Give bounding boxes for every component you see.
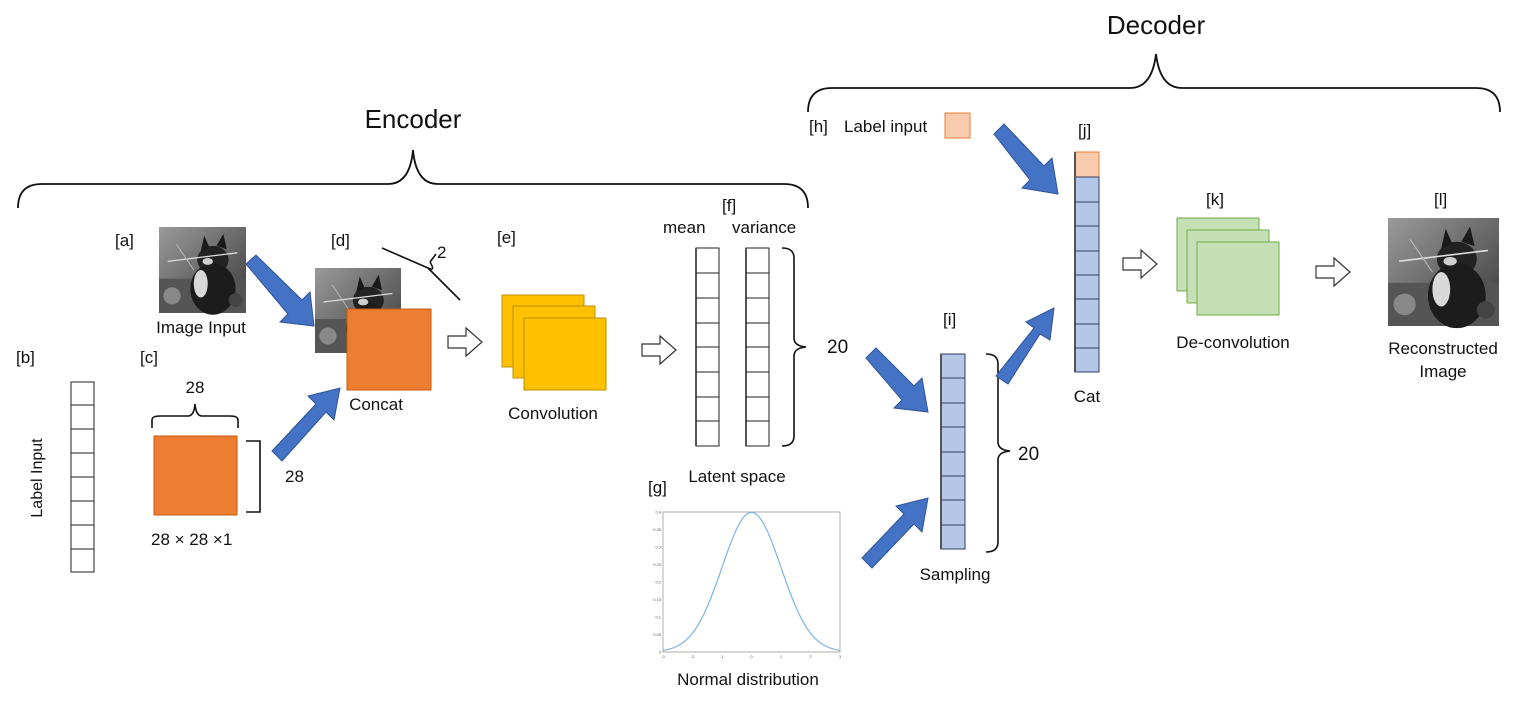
- label-g: [g]: [648, 478, 667, 497]
- plot-x-tick-label: 2: [809, 654, 812, 659]
- convolution-stack: [501, 294, 607, 391]
- mean-label: mean: [663, 218, 706, 237]
- encoder-title: Encoder: [365, 104, 462, 134]
- variance-vector: [745, 247, 770, 447]
- normal-distribution-plot: -3 -2 -1 0 1 2 3 0 0.05 0.1 0.15 0.2 0.25 0.3 0.35 0.4: [653, 510, 842, 660]
- latent-brace: [781, 247, 807, 447]
- plot-ticks: -3 -2 -1 0 1 2 3 0 0.05 0.1 0.15 0.2 0.25 0.3 0.35 0.4: [653, 510, 842, 660]
- reconstructed-photo: [1387, 217, 1500, 329]
- arrow-cat-to-deconv: [1122, 249, 1158, 279]
- label-d: [d]: [331, 231, 350, 250]
- label-h: [h]: [809, 117, 828, 136]
- arrow-label-to-concat: [271, 387, 341, 462]
- plot-x-tick-label: -2: [691, 654, 695, 659]
- plot-x-tick-label: 3: [839, 654, 842, 659]
- label-input-vector: [70, 381, 95, 573]
- normal-curve: [662, 511, 841, 652]
- label-input-vertical-text: Label Input: [29, 438, 46, 518]
- sampling-brace: [985, 353, 1011, 553]
- label-f: [f]: [722, 196, 736, 215]
- arrow-label-to-cat: [993, 123, 1059, 195]
- arrow-normal-to-sampling: [861, 497, 929, 569]
- dim-2: 2: [437, 243, 446, 262]
- plot-y-tick-label: 0.2: [655, 580, 661, 585]
- arrow-image-to-concat: [245, 254, 315, 327]
- label-i: [i]: [943, 310, 956, 329]
- dim-2-brace: [381, 247, 461, 301]
- label-b: [b]: [16, 348, 35, 367]
- plot-x-tick-label: 1: [780, 654, 783, 659]
- label-map-square: [153, 435, 238, 516]
- label-j: [j]: [1078, 121, 1091, 140]
- latent-space-label: Latent space: [688, 467, 785, 486]
- plot-y-tick-label: 0.3: [655, 545, 661, 550]
- mean-vector: [695, 247, 720, 447]
- decoder-brace: [807, 53, 1501, 113]
- arrow-deconv-to-output: [1315, 257, 1351, 287]
- label-e: [e]: [497, 228, 516, 247]
- sampling-label: Sampling: [920, 565, 991, 584]
- decoder-title: Decoder: [1107, 10, 1206, 40]
- plot-y-tick-label: 0.1: [655, 615, 661, 620]
- deconvolution-stack: [1176, 217, 1280, 316]
- dim-28-top: 28: [186, 378, 205, 397]
- arrow-conv-to-latent: [641, 335, 677, 365]
- latent-size: 20: [827, 337, 848, 358]
- plot-y-tick-label: 0.35: [653, 527, 662, 532]
- plot-y-tick-label: 0.4: [655, 510, 661, 515]
- reconstructed-label-line1: Reconstructed: [1388, 339, 1498, 358]
- dim-shape: 28 × 28 ×1: [151, 530, 232, 549]
- plot-y-tick-label: 0.25: [653, 562, 662, 567]
- plot-x-tick-label: -3: [661, 654, 665, 659]
- sampling-size: 20: [1018, 444, 1039, 465]
- normal-distribution-label: Normal distribution: [677, 670, 819, 689]
- plot-y-tick-label: 0.15: [653, 597, 662, 602]
- plot-x-tick-label: 0: [750, 654, 753, 659]
- label-c: [c]: [140, 348, 158, 367]
- label-l: [l]: [1434, 190, 1447, 209]
- dim-brace-top: [151, 403, 239, 428]
- plot-y-tick-label: 0: [659, 650, 662, 655]
- arrow-concat-to-conv: [447, 327, 483, 357]
- label-k: [k]: [1206, 190, 1224, 209]
- encoder-brace: [17, 149, 809, 209]
- image-input-photo: [158, 226, 247, 316]
- reconstructed-label-line2: Image: [1419, 362, 1466, 381]
- dim-bracket-side: [246, 440, 261, 513]
- convolution-label: Convolution: [508, 404, 598, 423]
- arrow-sampling-to-cat: [995, 307, 1055, 385]
- cat-vector: [1074, 151, 1100, 373]
- dim-28-side: 28: [285, 467, 304, 486]
- sampling-vector: [940, 353, 966, 550]
- decoder-label-cell: [944, 112, 971, 139]
- deconvolution-label: De-convolution: [1176, 333, 1289, 352]
- label-a: [a]: [115, 231, 134, 250]
- arrow-latent-to-sampling: [865, 347, 929, 413]
- cat-label: Cat: [1074, 387, 1101, 406]
- variance-label: variance: [732, 218, 796, 237]
- concat-orange-square: [346, 308, 432, 391]
- plot-x-tick-label: -1: [720, 654, 724, 659]
- image-input-label: Image Input: [156, 318, 246, 337]
- concat-label: Concat: [349, 395, 403, 414]
- label-input-decoder-label: Label input: [844, 117, 927, 136]
- plot-y-tick-label: 0.05: [653, 632, 662, 637]
